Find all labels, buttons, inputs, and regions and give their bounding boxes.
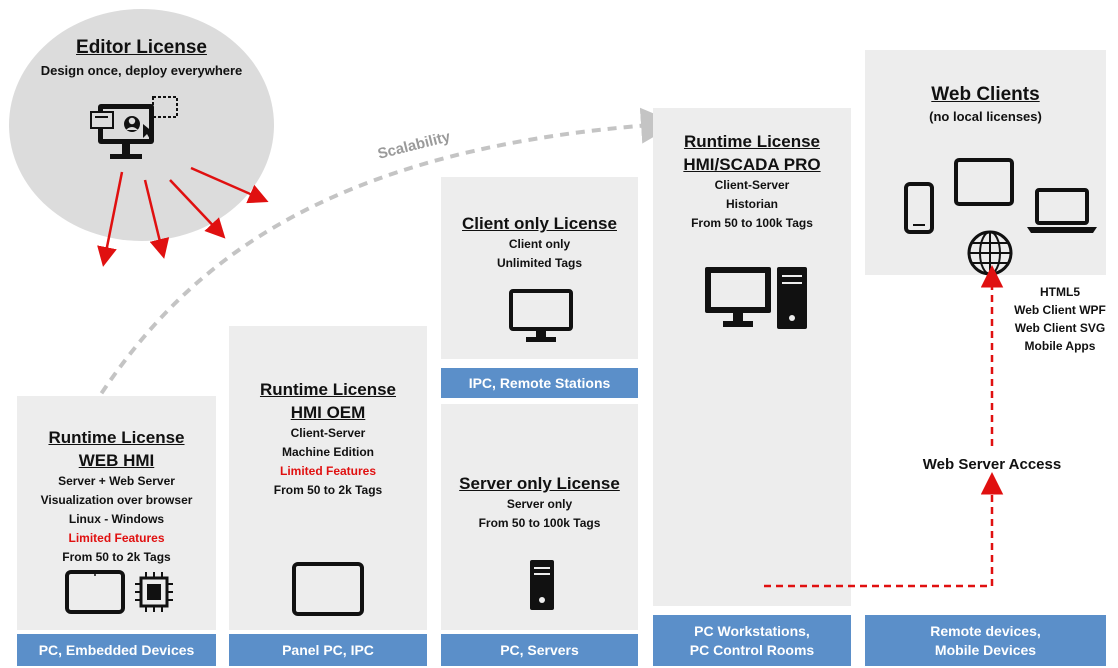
- editor-license-title: Editor License: [76, 37, 207, 58]
- scada-title1: Runtime License: [683, 132, 821, 151]
- web-clients-panel: [865, 50, 1106, 275]
- webhmi-footer: PC, Embedded Devices: [17, 634, 216, 666]
- scada-line-0: Client-Server: [714, 178, 790, 192]
- web-clients-title: Web Clients: [931, 84, 1040, 105]
- webhmi-line-1: Visualization over browser: [40, 493, 193, 507]
- oem-title1: Runtime License: [259, 380, 397, 399]
- webhmi-title1: Runtime License: [48, 428, 185, 447]
- oem-footer: Panel PC, IPC: [229, 634, 427, 666]
- webhmi-line-0: Server + Web Server: [58, 474, 175, 488]
- web-clients-text: Web Clients (no local licenses): [865, 82, 1106, 126]
- scada-line-2: From 50 to 100k Tags: [691, 216, 813, 230]
- oem-line-1: Machine Edition: [281, 445, 374, 459]
- webhmi-limited: Limited Features: [68, 531, 165, 545]
- webhmi-panel: [17, 396, 216, 630]
- web-clients-footer: Remote devices, Mobile Devices: [865, 615, 1106, 666]
- oem-tags: From 50 to 2k Tags: [273, 483, 383, 497]
- scada-line-1: Historian: [725, 197, 778, 211]
- webhmi-title2: WEB HMI: [78, 451, 155, 470]
- laptop-icon: [1027, 188, 1097, 233]
- scada-footer-line1: PC Workstations,: [694, 622, 810, 639]
- tablet-icon: [65, 570, 125, 614]
- oem-line-0: Client-Server: [290, 426, 366, 440]
- web-clients-footer-line1: Remote devices,: [930, 622, 1041, 639]
- client-only-line-1: Unlimited Tags: [496, 256, 583, 270]
- client-only-text: Client only License Client only Unlimite…: [441, 212, 638, 273]
- server-only-line-0: Server only: [506, 497, 573, 511]
- webhmi-tags: From 50 to 2k Tags: [62, 550, 171, 564]
- scada-footer: PC Workstations, PC Control Rooms: [653, 615, 851, 666]
- scada-text: Runtime License HMI/SCADA PRO Client-Ser…: [653, 130, 851, 233]
- server-only-text: Server only License Server only From 50 …: [441, 472, 638, 533]
- webhmi-text: Runtime License WEB HMI Server + Web Ser…: [17, 426, 216, 567]
- tablet-icon: [954, 158, 1014, 206]
- web-client-item-3: Mobile Apps: [1024, 339, 1096, 353]
- monitor-icon: [509, 289, 573, 342]
- web-clients-subtitle: (no local licenses): [929, 109, 1042, 124]
- scada-title2: HMI/SCADA PRO: [683, 155, 821, 174]
- client-only-title: Client only License: [462, 214, 617, 233]
- web-client-list: HTML5 Web Client WPF Web Client SVG Mobi…: [1004, 283, 1116, 355]
- chip-icon: [135, 572, 173, 612]
- web-client-item-0: HTML5: [1040, 285, 1080, 299]
- tablet-icon: [292, 562, 364, 616]
- client-only-footer: IPC, Remote Stations: [441, 368, 638, 398]
- server-only-title: Server only License: [459, 474, 620, 493]
- web-clients-footer-line2: Mobile Devices: [934, 641, 1037, 658]
- editor-license-subtitle: Design once, deploy everywhere: [40, 63, 243, 78]
- pc-workstation-icon: [705, 267, 807, 329]
- scada-panel: [653, 108, 851, 606]
- server-only-footer: PC, Servers: [441, 634, 638, 666]
- webhmi-line-2: Linux - Windows: [68, 512, 165, 526]
- web-server-access-label: Web Server Access: [922, 456, 1062, 473]
- server-only-line-1: From 50 to 100k Tags: [478, 516, 601, 530]
- server-tower-icon: [530, 560, 554, 610]
- phone-icon: [904, 182, 934, 234]
- oem-limited: Limited Features: [279, 464, 377, 478]
- oem-panel: [229, 326, 427, 630]
- web-client-item-2: Web Client SVG: [1014, 321, 1106, 335]
- scalability-arc: [55, 107, 677, 430]
- client-only-line-0: Client only: [508, 237, 571, 251]
- scada-footer-line2: PC Control Rooms: [689, 641, 815, 658]
- oem-title2: HMI OEM: [290, 403, 366, 422]
- oem-text: Runtime License HMI OEM Client-Server Ma…: [229, 378, 427, 500]
- editor-license-block: Editor License Design once, deploy every…: [9, 35, 274, 80]
- web-client-item-1: Web Client WPF: [1014, 303, 1106, 317]
